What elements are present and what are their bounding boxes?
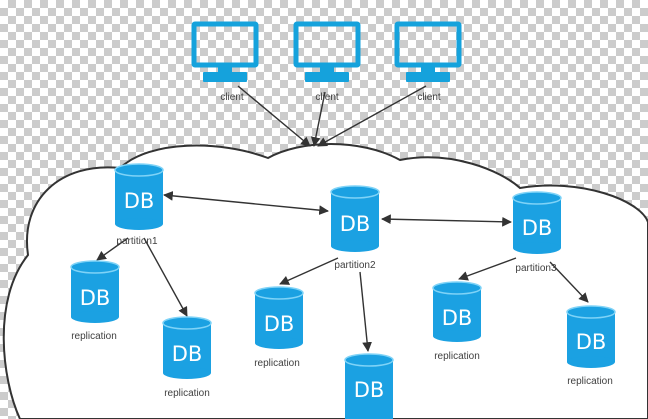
monitor-icon bbox=[191, 21, 259, 82]
replication-arrow-3b bbox=[549, 261, 589, 303]
partition-node: DB partition3 bbox=[512, 191, 562, 274]
database-icon: DB bbox=[566, 305, 616, 368]
replication-node: DB bbox=[344, 353, 394, 419]
db-text: DB bbox=[576, 330, 607, 354]
replication-label: replication bbox=[164, 388, 210, 399]
db-text: DB bbox=[172, 342, 203, 366]
db-text: DB bbox=[340, 212, 371, 236]
replication-label: replication bbox=[254, 358, 300, 369]
replication-node: DB replication bbox=[566, 305, 616, 387]
client-label: client bbox=[417, 92, 441, 103]
db-text: DB bbox=[354, 378, 385, 402]
client-node: client bbox=[293, 21, 361, 103]
partition-node: DB partition2 bbox=[330, 185, 380, 271]
monitor-icon bbox=[394, 21, 462, 82]
database-icon: DB bbox=[254, 286, 304, 349]
database-icon: DB bbox=[512, 191, 562, 254]
database-icon: DB bbox=[432, 281, 482, 342]
db-text: DB bbox=[264, 312, 295, 336]
replication-node: DB replication bbox=[254, 286, 304, 369]
partition-link-1-2 bbox=[163, 190, 329, 216]
client-node: client bbox=[191, 21, 259, 103]
replication-arrow-2b bbox=[359, 271, 372, 352]
client-label: client bbox=[315, 92, 339, 103]
client-label: client bbox=[220, 92, 244, 103]
db-text: DB bbox=[80, 286, 111, 310]
replication-node: DB replication bbox=[162, 316, 212, 399]
db-text: DB bbox=[124, 189, 155, 213]
db-text: DB bbox=[522, 216, 553, 240]
database-icon: DB bbox=[344, 353, 394, 419]
monitor-icon bbox=[293, 21, 361, 82]
client-arrow-2 bbox=[310, 91, 326, 147]
partition-node: DB partition1 bbox=[114, 163, 164, 247]
client-arrow-3 bbox=[317, 85, 427, 147]
replication-arrow-2a bbox=[279, 257, 339, 285]
replication-node: DB replication bbox=[70, 260, 120, 342]
db-text: DB bbox=[442, 306, 473, 330]
database-icon: DB bbox=[330, 185, 380, 252]
replication-label: replication bbox=[567, 376, 613, 387]
replication-arrow-1b bbox=[143, 237, 188, 317]
partition-link-2-3 bbox=[381, 214, 512, 227]
database-icon: DB bbox=[70, 260, 120, 323]
replication-arrow-3a bbox=[458, 257, 517, 281]
replication-arrow-1a bbox=[96, 237, 129, 261]
replication-label: replication bbox=[434, 351, 480, 362]
partition-label: partition3 bbox=[515, 263, 557, 274]
client-node: client bbox=[394, 21, 462, 103]
partition-label: partition2 bbox=[334, 260, 376, 271]
client-arrow-1 bbox=[237, 85, 311, 147]
replication-node: DB replication bbox=[432, 281, 482, 362]
database-icon: DB bbox=[114, 163, 164, 230]
database-icon: DB bbox=[162, 316, 212, 379]
partition-label: partition1 bbox=[116, 236, 158, 247]
replication-label: replication bbox=[71, 331, 117, 342]
